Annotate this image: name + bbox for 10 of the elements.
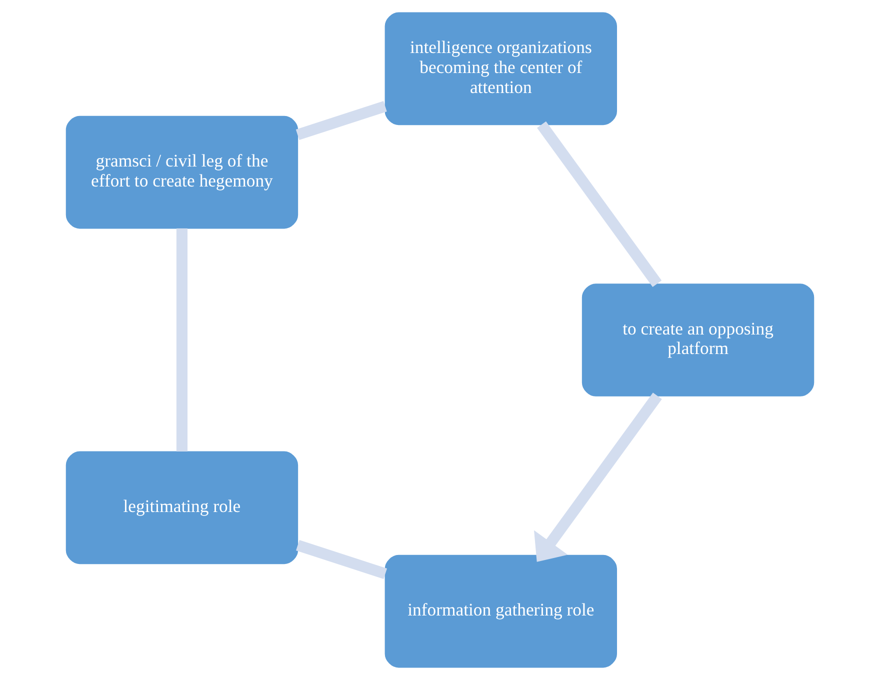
node-box: legitimating role — [65, 451, 298, 564]
node-box: gramsci / civil leg of the effort to create hegemony — [65, 116, 298, 229]
connector — [536, 121, 662, 287]
arrow — [534, 392, 662, 562]
connector — [296, 540, 387, 579]
node-box: intelligence organizations becoming the center of attention — [384, 12, 617, 126]
connector — [176, 228, 187, 452]
connector — [295, 101, 386, 140]
node-box: information gathering role — [384, 554, 617, 668]
node-box: to create an opposing platform — [581, 284, 814, 396]
